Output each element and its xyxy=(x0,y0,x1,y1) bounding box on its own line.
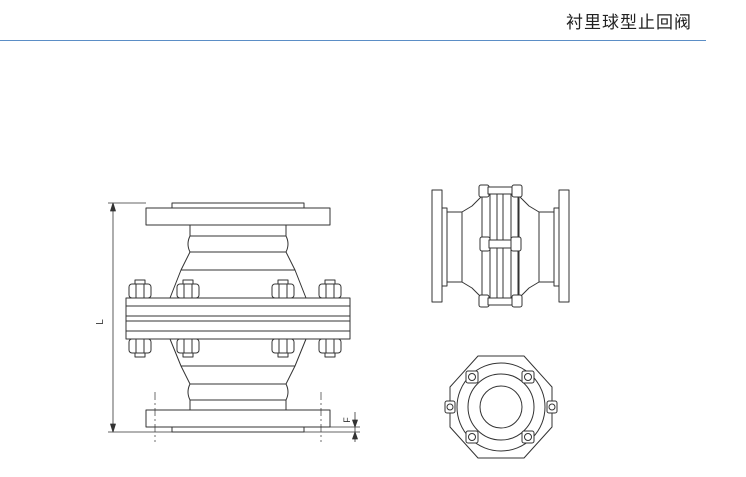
bottom-neck xyxy=(187,383,289,411)
side-left-body xyxy=(446,195,483,299)
gasket xyxy=(125,315,351,322)
front-view: L F xyxy=(95,202,360,442)
plan-bore xyxy=(479,385,523,429)
upper-bolt-nuts xyxy=(128,279,342,299)
dimension-label-f: F xyxy=(342,417,352,423)
side-right-body xyxy=(518,195,555,299)
dimension-l xyxy=(108,202,172,433)
plan-bolt-lugs xyxy=(444,370,558,444)
page-title: 衬里球型止回阀 xyxy=(566,13,692,32)
upper-body-flange xyxy=(125,297,351,317)
side-left-flange xyxy=(431,189,443,303)
top-flange xyxy=(145,207,331,226)
dimension-label-l: L xyxy=(95,319,106,325)
header-rule xyxy=(0,40,706,41)
side-right-flange xyxy=(558,189,570,303)
side-bolts xyxy=(478,184,523,308)
top-neck xyxy=(187,224,289,253)
top-view xyxy=(444,355,558,459)
dimension-f xyxy=(304,412,360,442)
bottom-flange xyxy=(145,409,331,428)
lower-body-flange xyxy=(125,320,351,340)
side-view xyxy=(431,184,570,308)
lower-bolt-nuts xyxy=(128,338,342,358)
